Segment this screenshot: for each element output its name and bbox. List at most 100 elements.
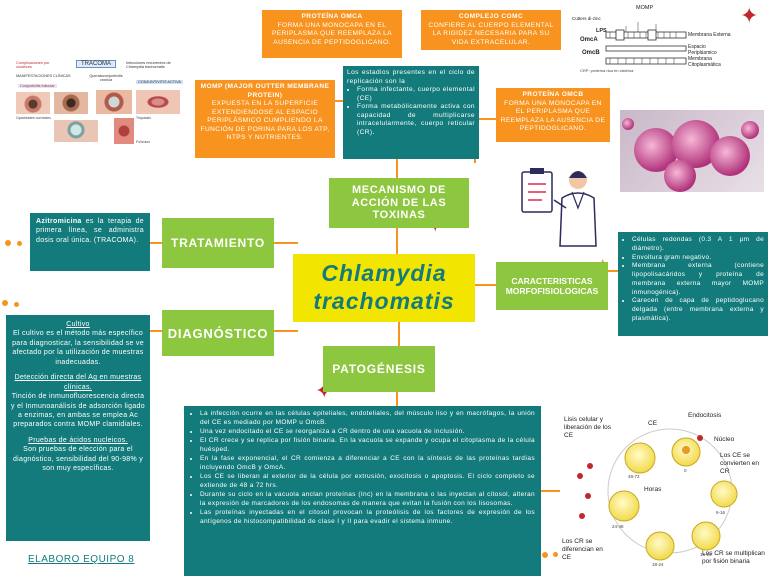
branch-caracteristicas-label: CARACTERISTICAS MORFOFISIOLOGICAS — [505, 275, 599, 296]
branch-mecanismo-label: MECANISMO DE ACCIÓN DE LAS TOXINAS — [351, 184, 447, 222]
life-cycle-diagram: Lisis celular y liberación de los CE CE … — [560, 406, 768, 576]
trachoma-lab1: Opacidades corneales — [16, 116, 51, 120]
membrane-omca-label: OmcA — [580, 37, 598, 43]
cycle-t1: 48-72 — [628, 474, 640, 479]
membrane-lps-label: LPS — [596, 28, 607, 34]
cycle-t5: 18-24 — [652, 562, 664, 567]
connector-line — [398, 320, 400, 348]
diagnostico-s2-title: Detección directa del Ag en muestras clí… — [14, 374, 142, 391]
comc-box: COMPLEJO COMC CONFIERE AL CUERPO ELEMENT… — [421, 10, 561, 50]
trachoma-panel: Complicaciones por cicatrices TRACOMA In… — [14, 60, 184, 150]
footer-credit-text: ELABORO EQUIPO 8 — [28, 554, 135, 565]
diagnostico-s3-title: Pruebas de ácidos nucleicos. — [28, 436, 128, 444]
list-item: En la fase exponencial, el CR comienza a… — [200, 455, 535, 473]
bacteria-image — [620, 110, 764, 192]
list-item: Durante su ciclo en la vacuola anclan pr… — [200, 491, 535, 509]
branch-diagnostico: DIAGNÓSTICO — [162, 310, 274, 356]
estadios-list: Forma infectante, cuerpo elemental (CE) … — [347, 86, 475, 137]
eye-photo — [16, 92, 50, 114]
membrane-label-2: Espacio Periplásmico — [688, 44, 717, 56]
cycle-differ: Los CR se diferencian en CE — [562, 538, 603, 561]
cycle-nucleo: Núcleo — [714, 436, 735, 443]
cycle-multiply: Los CR se multiplican por fisión binaria — [702, 550, 765, 565]
footer-credit: ELABORO EQUIPO 8 — [28, 554, 134, 565]
estadios-intro: Los estadios presentes en el ciclo de re… — [347, 69, 475, 85]
comc-text: CONFIERE AL CUERPO ELEMENTAL LA RIGIDEZ … — [428, 21, 554, 46]
cycle-convert: Los CE se convierten en CR — [720, 452, 760, 475]
membrane-diagram-svg — [605, 22, 687, 65]
list-item: Forma infectante, cuerpo elemental (CE) — [357, 86, 475, 103]
list-item: Células redondas (0.3 A 1 µm de diámetro… — [632, 236, 764, 254]
omcb-title: PROTEÍNA OMCB — [522, 91, 584, 98]
cycle-horas: Horas — [644, 486, 662, 493]
diagnostico-s1-title: Cultivo — [66, 321, 90, 328]
caracteristicas-list: Células redondas (0.3 A 1 µm de diámetro… — [622, 236, 764, 324]
tratamiento-drug: Azitromicina — [36, 218, 82, 225]
trachoma-head: TRACOMA — [76, 60, 116, 68]
list-item: La infección ocurre en las células epite… — [200, 410, 535, 428]
eye-photo — [54, 120, 98, 142]
star-icon: ✦ — [740, 3, 759, 28]
omca-box: PROTEÍNA OMCA FORMA UNA MONOCAPA EN EL P… — [262, 10, 402, 58]
diagnostico-box: Cultivo El cultivo es el método más espe… — [6, 315, 150, 541]
cycle-t4: 6-16 — [716, 510, 726, 515]
trachoma-mid-right: CONJUNTIVITIS ACTIVA — [136, 80, 183, 84]
list-item: Envoltura gram negativo. — [632, 254, 764, 263]
list-item: El CR crece y se replica por fisión bina… — [200, 437, 535, 455]
membrane-label-3: Membrana Citoplasmática — [688, 56, 721, 68]
branch-tratamiento-label: TRATAMIENTO — [170, 236, 266, 250]
central-title: Chlamydia trachomatis — [293, 254, 475, 322]
connector-line — [476, 118, 496, 120]
membrane-diagram: MOMP Cutters di-zinc LPS OmcA OmcB Membr… — [566, 4, 732, 76]
central-title-line2: trachomatis — [313, 288, 455, 314]
omcb-box: PROTEÍNA OMCB FORMA UNA MONOCAPA EN EL P… — [496, 88, 610, 142]
trachoma-lab3: Folículos — [136, 140, 151, 144]
bacteria-svg — [622, 118, 759, 192]
connector-line — [150, 242, 162, 244]
cycle-t3: 24-48 — [612, 524, 624, 529]
list-item: Los CE se liberan al exterior de la célu… — [200, 473, 535, 491]
doctor-svg — [521, 168, 597, 247]
eye-photo — [54, 92, 88, 114]
membrane-cutter-label: Cutters di-zinc — [572, 16, 601, 21]
connector-line — [150, 330, 162, 332]
momp-box: MOMP (MAJOR OUTTER MEMBRANE PROTEIN) EXP… — [195, 80, 335, 158]
connector-line — [274, 330, 298, 332]
diagnostico-s1-text: El cultivo es el método más específico p… — [12, 330, 144, 366]
connector-line — [606, 270, 622, 272]
trachoma-mid-center: Queratoconjuntivitis crónica — [89, 74, 123, 82]
branch-patogenesis-label: PATOGÉNESIS — [332, 362, 426, 376]
cycle-endocitosis: Endocitosis — [688, 412, 722, 419]
eye-photo — [114, 118, 134, 144]
connector-dot — [2, 300, 8, 306]
caracteristicas-box: Células redondas (0.3 A 1 µm de diámetro… — [618, 232, 768, 336]
eye-photo — [136, 90, 180, 114]
branch-diagnostico-label: DIAGNÓSTICO — [167, 325, 269, 341]
trachoma-mid-left: MANIFESTACIONES CLÍNICAS — [16, 74, 71, 78]
membrane-momp-label: MOMP — [636, 5, 654, 11]
list-item: Membrana externa (contiene lipopolisacár… — [632, 262, 764, 297]
list-item: Una vez endocitado el CE se reorganiza a… — [200, 428, 535, 437]
branch-tratamiento: TRATAMIENTO — [162, 218, 274, 268]
connector-line — [396, 380, 398, 410]
connector-dot — [14, 302, 19, 307]
trachoma-lab2: Triquiasis — [136, 116, 151, 120]
momp-text: EXPUESTA EN LA SUPERFICIE EXTENDIENDOSE … — [200, 100, 330, 142]
branch-mecanismo: MECANISMO DE ACCIÓN DE LAS TOXINAS — [329, 178, 469, 228]
tratamiento-box: Azitromicina es la terapia de primera lí… — [30, 213, 150, 271]
central-title-line1: Chlamydia — [321, 260, 447, 287]
list-item: Carecen de capa de peptidoglucano delgad… — [632, 297, 764, 323]
connector-line — [274, 242, 298, 244]
comc-title: COMPLEJO COMC — [458, 13, 524, 20]
eye-photo — [96, 90, 132, 114]
membrane-caption: CRP: proteína rica en cisteína — [580, 68, 634, 73]
connector-line — [335, 100, 345, 102]
branch-caracteristicas: CARACTERISTICAS MORFOFISIOLOGICAS — [496, 262, 608, 310]
trachoma-right: Infecciones recurrentes de Chlamydia tra… — [126, 61, 171, 69]
membrane-label-1: Membrana Externa — [688, 32, 731, 38]
branch-patogenesis: PATOGÉNESIS — [323, 346, 435, 392]
connector-line — [474, 284, 498, 286]
diagnostico-s2-text: Tinción de inmunofluorescencia directa y… — [11, 393, 145, 429]
omcb-text: FORMA UNA MONOCAPA EN EL PERIPLASMA QUE … — [500, 99, 606, 133]
patogenesis-box: La infección ocurre en las células epite… — [184, 406, 541, 576]
